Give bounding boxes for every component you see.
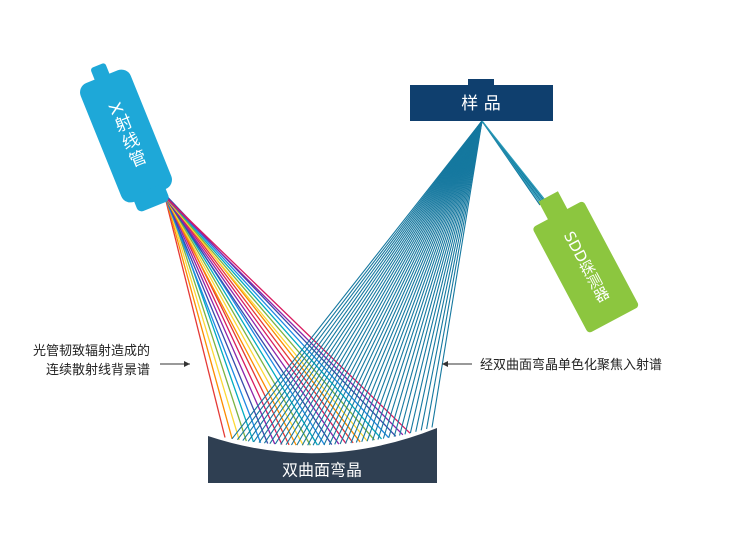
fluorescence-to-detector-rays <box>481 120 556 213</box>
continuous-spectrum-rays <box>164 196 411 446</box>
ray <box>166 196 255 443</box>
ray <box>404 120 483 435</box>
right-annotation: 经双曲面弯晶单色化聚焦入射谱 <box>442 357 662 373</box>
ray <box>258 120 483 443</box>
sample: 样 品 <box>410 79 553 121</box>
ray <box>409 120 483 434</box>
ray <box>274 120 483 445</box>
ray <box>236 120 483 441</box>
ray <box>366 120 483 442</box>
ray <box>420 120 483 431</box>
ray <box>350 120 483 444</box>
curved-crystal: 双曲面弯晶 <box>208 428 437 483</box>
ray <box>290 120 483 446</box>
ray <box>415 120 483 432</box>
ray <box>426 120 483 430</box>
ray <box>312 120 483 446</box>
left-annotation-line2: 连续散射线背景谱 <box>46 362 150 378</box>
ray <box>334 120 483 445</box>
left-annotation: 光管韧致辐射造成的 连续散射线背景谱 <box>33 343 190 378</box>
sdd-detector: SDD探测器 <box>533 191 639 333</box>
ray <box>165 196 411 434</box>
ray <box>296 120 483 446</box>
sample-label: 样 品 <box>461 94 500 114</box>
ray <box>166 196 319 446</box>
ray <box>377 120 483 440</box>
ray <box>399 120 483 436</box>
ray <box>339 120 483 445</box>
ray <box>165 196 375 441</box>
ray <box>301 120 483 446</box>
ray <box>164 196 262 444</box>
monochromatic-focused-rays <box>231 120 483 446</box>
ray <box>372 120 483 441</box>
xray-tube: X射线管 <box>80 63 172 212</box>
ray <box>269 120 483 444</box>
ray <box>164 196 297 446</box>
ray <box>253 120 483 443</box>
ray <box>247 120 483 442</box>
right-annotation-text: 经双曲面弯晶单色化聚焦入射谱 <box>480 357 662 373</box>
ray <box>231 120 483 440</box>
ray <box>307 120 483 446</box>
ray <box>345 120 483 444</box>
ray <box>382 120 483 439</box>
ray <box>165 196 383 440</box>
ray <box>166 196 247 442</box>
ray <box>388 120 483 438</box>
ray <box>165 196 240 441</box>
ray <box>317 120 483 446</box>
ray <box>164 196 226 438</box>
crystal-label: 双曲面弯晶 <box>282 461 362 480</box>
ray <box>166 196 290 446</box>
ray <box>481 120 556 213</box>
ray <box>393 120 483 437</box>
ray <box>280 120 483 445</box>
ray <box>164 196 404 436</box>
left-annotation-line1: 光管韧致辐射造成的 <box>33 343 150 359</box>
ray <box>165 196 276 445</box>
ray <box>285 120 483 446</box>
ray <box>164 196 333 445</box>
ray <box>164 196 269 444</box>
ray <box>355 120 483 443</box>
ray <box>323 120 483 446</box>
ray <box>165 196 340 445</box>
ray <box>431 120 483 428</box>
ray <box>166 196 283 445</box>
ray <box>328 120 483 445</box>
ray <box>263 120 483 444</box>
ray <box>242 120 483 441</box>
ray <box>361 120 483 443</box>
ray <box>164 196 233 439</box>
ray <box>164 196 368 442</box>
